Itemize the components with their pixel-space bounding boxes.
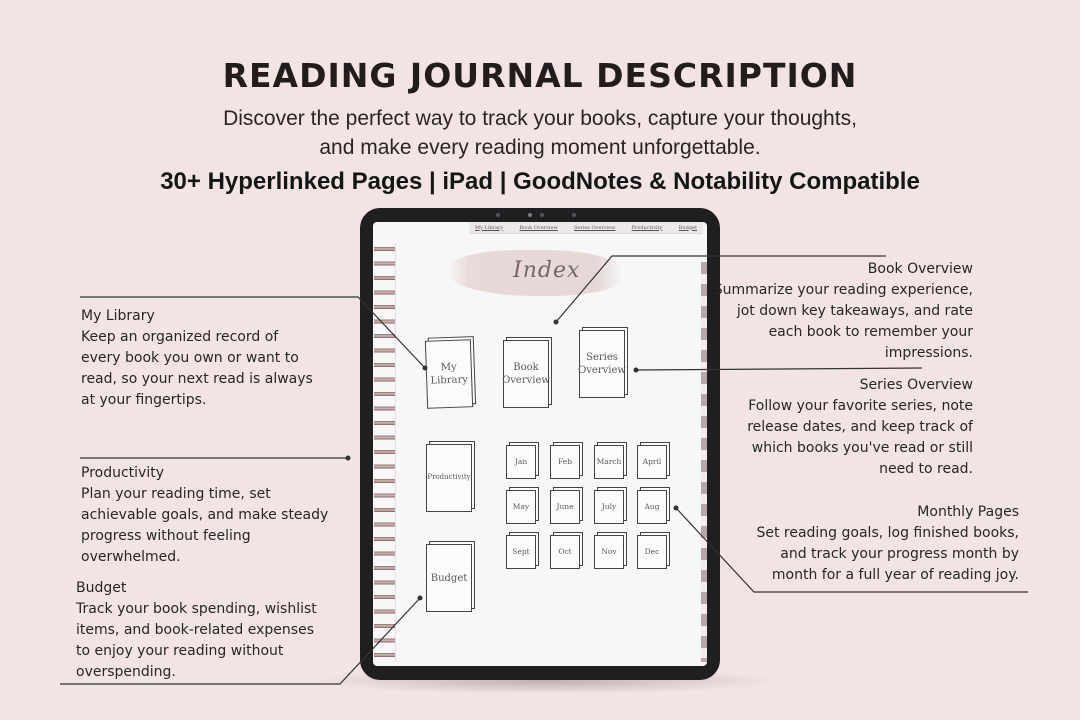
callout-budget: Budget Track your book spending, wishlis… xyxy=(76,578,317,683)
callout-heading: Monthly Pages xyxy=(917,504,1019,520)
callout-text: overwhelmed. xyxy=(81,549,181,565)
callout-text: Summarize your reading experience, xyxy=(713,282,973,298)
top-nav: My Library Book Overview Series Overview… xyxy=(469,222,703,234)
callout-heading: Book Overview xyxy=(867,261,973,277)
callout-text: release dates, and keep track of xyxy=(747,419,973,435)
callout-heading: My Library xyxy=(81,308,155,324)
nav-link-productivity[interactable]: Productivity xyxy=(631,224,663,231)
callout-heading: Series Overview xyxy=(859,377,973,393)
tablet-device: My Library Book Overview Series Overview… xyxy=(360,208,720,680)
nav-link-budget[interactable]: Budget xyxy=(678,224,697,231)
line-budget xyxy=(60,597,421,685)
callout-text: items, and book-related expenses xyxy=(76,622,314,638)
page-title: READING JOURNAL DESCRIPTION xyxy=(222,56,858,95)
nav-link-book-overview[interactable]: Book Overview xyxy=(519,224,558,231)
callout-text: which books you've read or still xyxy=(751,440,973,456)
callout-text: and track your progress month by xyxy=(780,546,1019,562)
month-book-aug[interactable]: Aug xyxy=(637,490,667,524)
month-book-feb[interactable]: Feb xyxy=(550,445,580,479)
compatibility-line: 30+ Hyperlinked Pages | iPad | GoodNotes… xyxy=(160,168,920,195)
book-book-overview[interactable]: Book Overview xyxy=(502,340,550,408)
callout-text: achievable goals, and make steady xyxy=(81,507,329,523)
callout-text: progress without feeling xyxy=(81,528,251,544)
callout-text: every book you own or want to xyxy=(81,350,299,366)
month-book-march[interactable]: March xyxy=(594,445,624,479)
month-book-oct[interactable]: Oct xyxy=(550,535,580,569)
callout-text: read, so your next read is always xyxy=(81,371,313,387)
callout-heading: Budget xyxy=(76,580,127,596)
callout-text: Set reading goals, log finished books, xyxy=(756,525,1019,541)
month-book-april[interactable]: April xyxy=(637,445,667,479)
callout-text: at your fingertips. xyxy=(81,392,207,408)
dot-book-overview xyxy=(553,319,559,325)
callout-productivity: Productivity Plan your reading time, set… xyxy=(81,463,328,568)
book-series-overview[interactable]: Series Overview xyxy=(578,330,626,398)
dot-budget xyxy=(417,595,423,601)
sensor-dot xyxy=(572,213,576,217)
dot-my-library xyxy=(422,365,428,371)
sensor-dot xyxy=(540,213,544,217)
callout-text: each book to remember your xyxy=(768,324,973,340)
callout-heading: Productivity xyxy=(81,465,164,481)
callout-text: impressions. xyxy=(884,345,973,361)
subtitle-line-1: Discover the perfect way to track your b… xyxy=(223,107,857,130)
callout-text: Track your book spending, wishlist xyxy=(76,601,317,617)
month-book-sept[interactable]: Sept xyxy=(506,535,536,569)
callout-text: need to read. xyxy=(879,461,973,477)
callout-monthly-pages: Monthly Pages Set reading goals, log fin… xyxy=(756,502,1019,586)
month-book-jan[interactable]: Jan xyxy=(506,445,536,479)
month-book-dec[interactable]: Dec xyxy=(637,535,667,569)
line-book-overview xyxy=(555,255,886,323)
callout-book-overview: Book Overview Summarize your reading exp… xyxy=(714,259,973,364)
callout-text: Keep an organized record of xyxy=(81,329,279,345)
tablet-screen: My Library Book Overview Series Overview… xyxy=(373,222,707,666)
dot-series-overview xyxy=(633,367,639,373)
side-tabs[interactable] xyxy=(701,262,707,662)
callout-text: to enjoy your reading without xyxy=(76,643,284,659)
line-monthly xyxy=(675,507,1028,593)
camera-icon xyxy=(528,213,532,217)
sensor-dot xyxy=(496,213,500,217)
month-book-may[interactable]: May xyxy=(506,490,536,524)
brush-stroke xyxy=(448,250,623,296)
book-productivity[interactable]: Productivity xyxy=(426,444,472,512)
nav-link-series-overview[interactable]: Series Overview xyxy=(573,224,616,231)
nav-link-my-library[interactable]: My Library xyxy=(475,224,504,231)
line-my-library xyxy=(80,296,426,369)
callout-text: overspending. xyxy=(76,664,176,680)
callout-text: Plan your reading time, set xyxy=(81,486,271,502)
callout-series-overview: Series Overview Follow your favorite ser… xyxy=(747,375,973,480)
callout-text: Follow your favorite series, note xyxy=(748,398,973,414)
book-budget[interactable]: Budget xyxy=(426,544,472,612)
month-book-july[interactable]: July xyxy=(594,490,624,524)
line-series-overview xyxy=(635,367,923,371)
dot-productivity xyxy=(345,455,351,461)
month-book-nov[interactable]: Nov xyxy=(594,535,624,569)
index-title: Index xyxy=(513,258,581,283)
callout-my-library: My Library Keep an organized record of e… xyxy=(81,306,313,411)
month-book-june[interactable]: June xyxy=(550,490,580,524)
subtitle-line-2: and make every reading moment unforgetta… xyxy=(319,136,761,159)
callout-text: month for a full year of reading joy. xyxy=(771,567,1019,583)
spiral-binding xyxy=(374,242,396,662)
dot-monthly xyxy=(673,505,679,511)
callout-text: jot down key takeaways, and rate xyxy=(736,303,973,319)
